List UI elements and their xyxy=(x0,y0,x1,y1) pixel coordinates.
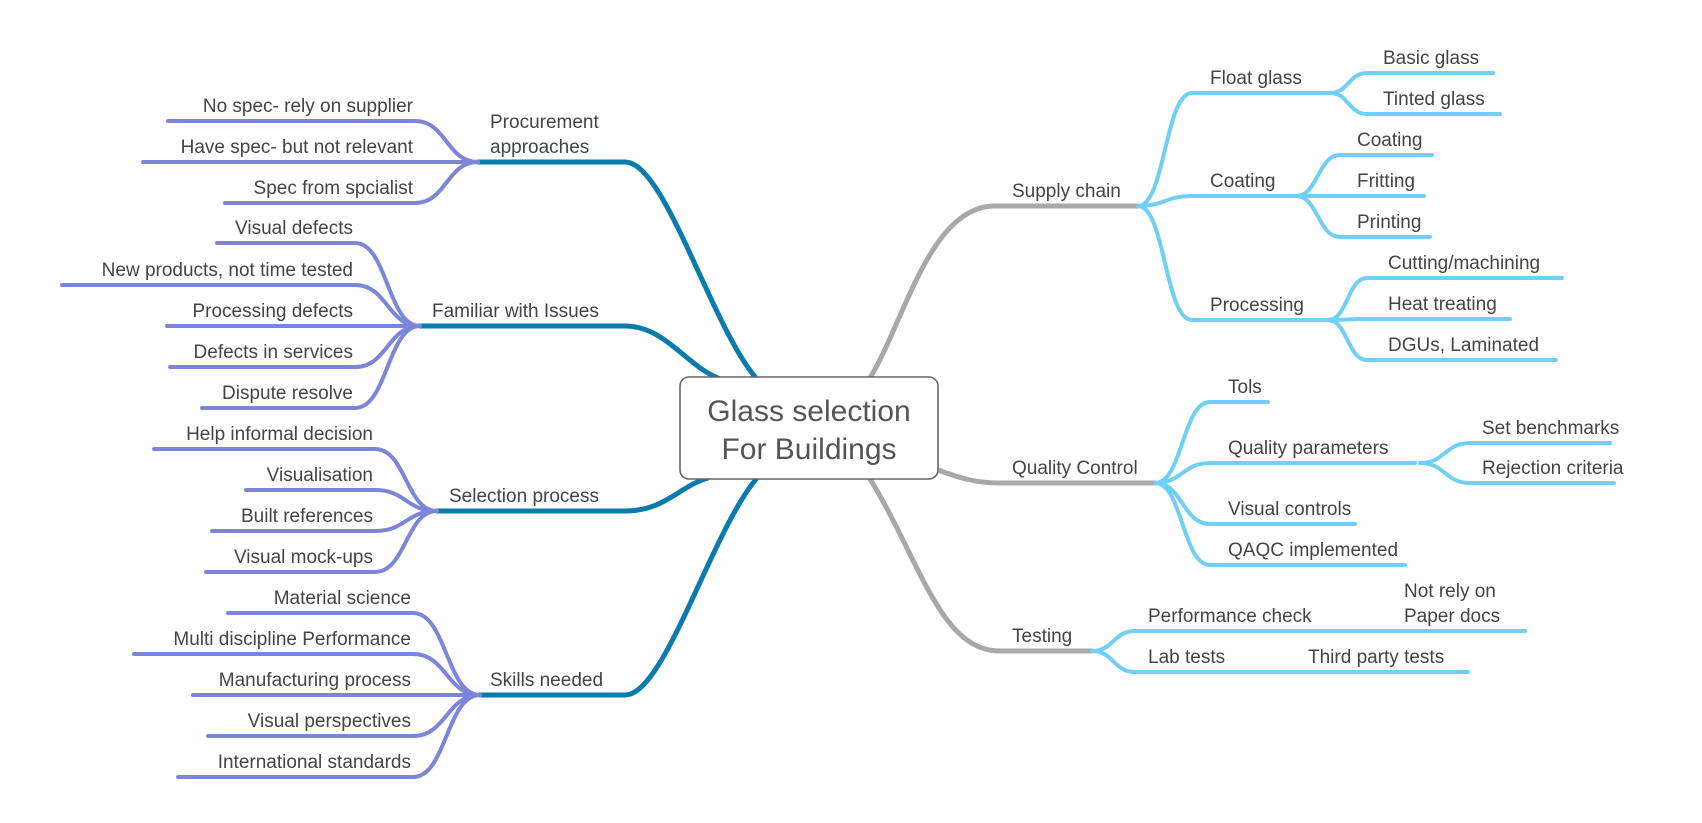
leaf-label-familiar-0[interactable]: Visual defects xyxy=(235,218,353,239)
branch-edge-procurement xyxy=(475,159,759,381)
leaf-label-selection-1[interactable]: Visualisation xyxy=(267,465,373,486)
leaf-edge-selection-3 xyxy=(204,509,439,574)
leaf-label-supply-1-2[interactable]: Printing xyxy=(1357,212,1421,233)
branch-edge-skills xyxy=(477,475,760,698)
sub-label-quality-2[interactable]: Visual controls xyxy=(1228,499,1351,520)
sub-label-supply-1[interactable]: Coating xyxy=(1210,171,1276,192)
root-title-line-1: Glass selection xyxy=(707,395,910,428)
sub-label-testing-0[interactable]: Performance check xyxy=(1148,606,1312,627)
leaf-edge-familiar-4 xyxy=(200,324,422,410)
branch-label-supply[interactable]: Supply chain xyxy=(1012,181,1121,202)
branch-edge-quality xyxy=(935,467,1158,486)
sub-edge-quality-0 xyxy=(1153,400,1270,485)
leaf-label-supply-0-0[interactable]: Basic glass xyxy=(1383,48,1479,69)
branch-label-quality[interactable]: Quality Control xyxy=(1012,458,1138,479)
root-node-box[interactable] xyxy=(679,376,939,480)
leaf-label-supply-2-1[interactable]: Heat treating xyxy=(1388,294,1497,315)
branch-edge-testing xyxy=(867,476,1095,654)
branch-label-testing[interactable]: Testing xyxy=(1012,626,1072,647)
leaf-edge-supply-1-2 xyxy=(1294,194,1432,239)
branch-edge-familiar xyxy=(417,323,721,381)
leaf-edge-supply-0-1 xyxy=(1328,91,1502,116)
sub-label-supply-0[interactable]: Float glass xyxy=(1210,68,1302,89)
leaf-label-procurement-2[interactable]: Spec from spcialist xyxy=(254,178,414,199)
sub-label-quality-3[interactable]: QAQC implemented xyxy=(1228,540,1398,561)
sub-label-testing-1[interactable]: Lab tests xyxy=(1148,647,1225,668)
leaf-label-skills-4[interactable]: International standards xyxy=(218,752,411,773)
leaf-label-skills-2[interactable]: Manufacturing process xyxy=(219,670,411,691)
leaf-label-selection-0[interactable]: Help informal decision xyxy=(186,424,373,445)
leaf-label-skills-0[interactable]: Material science xyxy=(274,588,411,609)
leaf-edge-supply-2-2 xyxy=(1326,318,1558,362)
leaf-label-supply-0-1[interactable]: Tinted glass xyxy=(1383,89,1485,110)
leaf-label-familiar-4[interactable]: Dispute resolve xyxy=(222,383,353,404)
leaf-edge-supply-2-1 xyxy=(1326,317,1512,322)
sub-edge-testing-1 xyxy=(1090,649,1470,674)
leaf-label-supply-1-1[interactable]: Fritting xyxy=(1357,171,1415,192)
leaf-label-skills-1[interactable]: Multi discipline Performance xyxy=(173,629,411,650)
sub-edge-supply-0 xyxy=(1136,91,1332,208)
root-node[interactable]: Glass selection For Buildings xyxy=(679,376,939,480)
sub-edge-quality-1 xyxy=(1153,461,1417,485)
branch-label-skills[interactable]: Skills needed xyxy=(490,670,603,691)
leaf-label-quality-1-1[interactable]: Rejection criteria xyxy=(1482,458,1624,479)
branch-label-selection[interactable]: Selection process xyxy=(449,486,599,507)
branch-edge-supply xyxy=(867,203,1141,381)
sub-label-supply-2[interactable]: Processing xyxy=(1210,295,1304,316)
leaf-label-testing-1-0[interactable]: Third party tests xyxy=(1308,647,1444,668)
leaf-label-familiar-3[interactable]: Defects in services xyxy=(194,342,353,363)
branch-label-familiar[interactable]: Familiar with Issues xyxy=(432,301,599,322)
leaf-label-selection-2[interactable]: Built references xyxy=(241,506,373,527)
leaf-edge-procurement-2 xyxy=(223,160,480,205)
leaf-label-procurement-1[interactable]: Have spec- but not relevant xyxy=(181,137,414,158)
leaf-label-familiar-2[interactable]: Processing defects xyxy=(192,301,353,322)
branch-edge-selection xyxy=(434,475,711,514)
root-title-line-2: For Buildings xyxy=(721,433,896,466)
leaf-edge-skills-4 xyxy=(176,693,482,779)
sub-edge-supply-1 xyxy=(1136,194,1298,208)
leaf-label-supply-2-0[interactable]: Cutting/machining xyxy=(1388,253,1540,274)
leaf-label-selection-3[interactable]: Visual mock-ups xyxy=(234,547,373,568)
leaf-label-familiar-1[interactable]: New products, not time tested xyxy=(102,260,353,281)
sub-edge-supply-2 xyxy=(1136,204,1330,322)
leaf-edge-quality-1-1 xyxy=(1418,461,1616,485)
sub-edge-quality-3 xyxy=(1153,481,1407,567)
leaf-label-procurement-0[interactable]: No spec- rely on supplier xyxy=(203,96,414,117)
leaf-label-skills-3[interactable]: Visual perspectives xyxy=(248,711,411,732)
edges-layer xyxy=(60,71,1616,779)
leaf-label-quality-1-0[interactable]: Set benchmarks xyxy=(1482,418,1619,439)
leaf-label-supply-1-0[interactable]: Coating xyxy=(1357,130,1423,151)
sub-label-quality-0[interactable]: Tols xyxy=(1228,377,1262,398)
leaf-edge-familiar-0 xyxy=(215,241,422,328)
sub-label-quality-1[interactable]: Quality parameters xyxy=(1228,438,1389,459)
leaf-label-supply-2-2[interactable]: DGUs, Laminated xyxy=(1388,335,1539,356)
